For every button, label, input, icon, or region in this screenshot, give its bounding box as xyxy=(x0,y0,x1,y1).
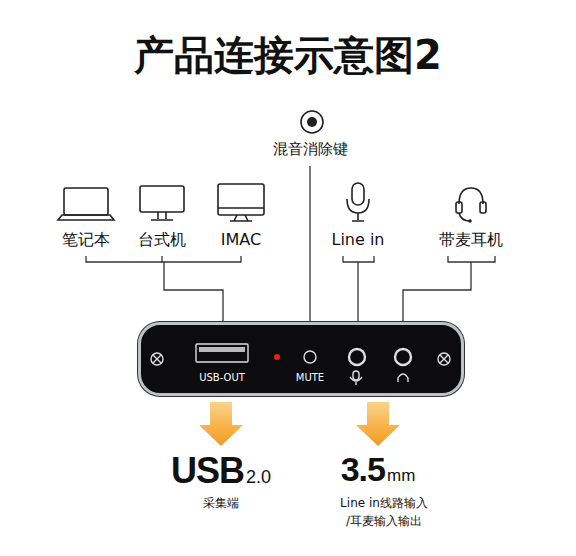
desktop-stand xyxy=(151,212,173,220)
port-label: USB-OUT xyxy=(199,372,245,384)
headset-icon xyxy=(459,188,483,204)
headset-mic-tip xyxy=(468,219,472,223)
headset-cup xyxy=(480,202,486,213)
port-label: MUTE xyxy=(296,372,324,384)
part-label: 混音消除键 xyxy=(273,141,348,158)
part-label: 带麦耳机 xyxy=(439,231,503,249)
imac-icon xyxy=(218,184,264,215)
mute-icon xyxy=(301,111,323,133)
part-label: IMAC xyxy=(221,231,261,249)
spec-value: USB xyxy=(171,450,244,492)
headset-mic xyxy=(459,213,470,221)
mic-icon xyxy=(352,183,364,205)
down-arrow xyxy=(356,402,400,446)
laptop-icon xyxy=(64,188,108,215)
spec-group: 3.5mm xyxy=(341,450,416,489)
spec-value: 3.5 xyxy=(341,450,385,489)
spec-group: USB2.0 xyxy=(171,450,271,492)
part-label: /耳麦输入输出 xyxy=(346,515,422,529)
headset-cup xyxy=(456,202,462,213)
down-arrow xyxy=(199,402,243,446)
title: 产品连接示意图2 xyxy=(134,32,442,78)
device-box: USB-OUT MUTE xyxy=(138,322,464,396)
spec-unit: 2.0 xyxy=(246,467,271,488)
mute-dot xyxy=(307,117,317,127)
leader-lines xyxy=(86,166,495,324)
spec-unit: mm xyxy=(387,466,415,486)
part-label: Line in线路输入 xyxy=(340,497,428,511)
part-label: 采集端 xyxy=(203,497,239,511)
imac-stand xyxy=(218,208,264,221)
mic-stand xyxy=(347,199,369,221)
part-label: 笔记本 xyxy=(62,231,110,249)
part-label: 台式机 xyxy=(138,231,186,249)
desktop-icon xyxy=(140,186,184,212)
part-label: Line in xyxy=(331,231,384,249)
laptop-base xyxy=(58,215,114,220)
